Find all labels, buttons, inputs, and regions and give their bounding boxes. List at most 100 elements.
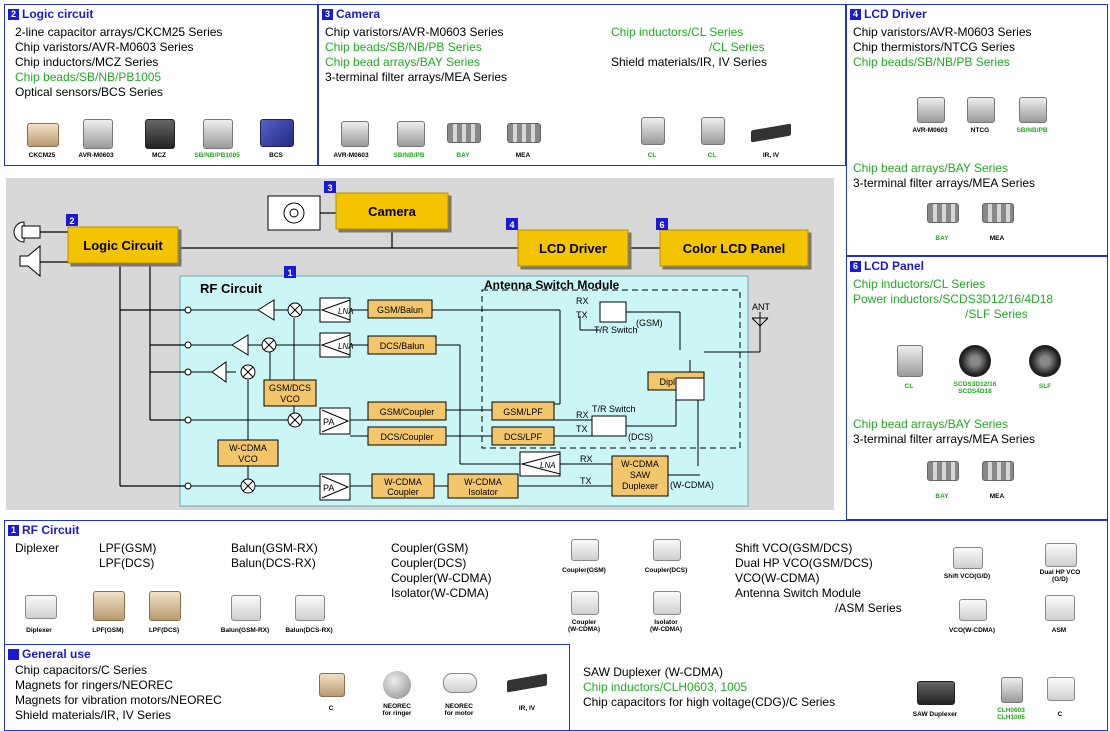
logic-circuit-label: Logic Circuit <box>83 238 163 253</box>
general-line-1: Chip capacitors/C Series <box>15 663 222 678</box>
general-caption-motor: NEOREC for motor <box>437 703 481 717</box>
general-caption-c: C <box>321 705 341 712</box>
band-switch-icon <box>676 378 704 400</box>
svg-text:4: 4 <box>509 220 514 230</box>
coupler-gsm-image <box>571 539 599 561</box>
balun-gsm-image <box>231 595 261 621</box>
lcd-driver-bay-image <box>927 203 959 223</box>
w-cdma-vco-label-1: W-CDMA <box>229 443 267 453</box>
lcd-driver-sbnbpb-image <box>1019 97 1047 123</box>
general-use-panel: General use Chip capacitors/C Series Mag… <box>4 644 570 731</box>
lcd-driver-caption-ntcg: NTCG <box>961 127 999 134</box>
caption-saw: SAW Duplexer <box>905 711 965 718</box>
vco-w-image <box>959 599 987 621</box>
camera-caption-mea: MEA <box>505 152 541 159</box>
saw-line-2: Chip inductors/CLH0603, 1005 <box>583 680 835 695</box>
camera-caption-cl-2: CL <box>695 152 729 159</box>
caption-lpf-gsm: LPF(GSM) <box>87 627 129 634</box>
lcd-panel-mea-image <box>982 461 1014 481</box>
dcs-label: (DCS) <box>628 432 653 442</box>
lcd-panel-slf-image <box>1029 345 1061 377</box>
svg-text:3: 3 <box>327 183 332 193</box>
sbnbpb1005-image <box>203 119 233 149</box>
lcd-driver-caption-mea: MEA <box>982 235 1012 242</box>
w-cdma-vco-label-2: VCO <box>238 454 258 464</box>
dcs-tr-switch-icon <box>592 416 626 436</box>
caption-sbnbpb1005: SB/NB/PB1005 <box>189 152 245 159</box>
balun-dcs-image <box>295 595 325 621</box>
caption-asm: ASM <box>1039 627 1079 634</box>
camera-right-line-3: Shield materials/IR, IV Series <box>611 55 767 70</box>
wcdma-label: (W-CDMA) <box>670 480 714 490</box>
asm-title: Antenna Switch Module <box>484 278 620 292</box>
logic-line-5: Optical sensors/BCS Series <box>15 85 222 100</box>
camera-bay-image <box>447 123 481 143</box>
rx-label-w: RX <box>580 454 593 464</box>
lna-label-2: LNA <box>338 342 354 351</box>
lcd-panel-caption-mea: MEA <box>982 493 1012 500</box>
camera-right-line-2: /CL Series <box>611 40 767 55</box>
camera-sbnbpb-image <box>397 121 425 147</box>
lcd-driver-caption-sbnbpb: SB/NB/PB <box>1007 127 1057 134</box>
caption-coupler-w: Coupler (W-CDMA) <box>557 619 611 633</box>
dcs-balun-label: DCS/Balun <box>380 341 425 351</box>
color-lcd-panel-label: Color LCD Panel <box>683 241 786 256</box>
caption-ckcm25: CKCM25 <box>22 152 62 159</box>
lcd-driver-caption-bay: BAY <box>927 235 957 242</box>
saw-line-3: Chip capacitors for high voltage(CDG)/C … <box>583 695 835 710</box>
camera-caption-bay: BAY <box>445 152 481 159</box>
caption-shift-vco: Shift VCO(G/D) <box>935 573 999 580</box>
caption-clh: CLH0603 CLH1005 <box>993 707 1029 721</box>
camera-cl-image-1 <box>641 117 665 145</box>
gsm-dcs-vco-label-2: VCO <box>280 394 300 404</box>
lcd-panel-bay-image <box>927 461 959 481</box>
caption-bcs: BCS <box>256 152 296 159</box>
rx-label-gsm: RX <box>576 296 589 306</box>
w-cdma-coupler-label-1: W-CDMA <box>384 477 422 487</box>
c-image <box>1047 677 1075 701</box>
caption-lpf-dcs: LPF(DCS) <box>143 627 185 634</box>
saw-label-3: Duplexer <box>622 481 658 491</box>
lcd-panel-line-1: Chip inductors/CL Series <box>853 277 1053 292</box>
camera-mea-image <box>507 123 541 143</box>
pa-label-1: PA <box>323 417 334 427</box>
tr-switch-label-gsm: T/R Switch <box>594 325 638 335</box>
camera-caption-cl-1: CL <box>635 152 669 159</box>
gsm-label: (GSM) <box>636 318 663 328</box>
caption-dual-vco: Dual HP VCO (G/D) <box>1031 569 1089 583</box>
lcd-driver-avr-image <box>917 97 945 123</box>
caption-coupler-dcs: Coupler(DCS) <box>637 567 695 574</box>
rf-col-2: LPF(GSM)LPF(DCS) <box>99 541 156 571</box>
coupler-w-image <box>571 591 599 615</box>
dcs-lpf-label: DCS/LPF <box>504 432 543 442</box>
gsm-dcs-vco-label-1: GSM/DCS <box>269 383 311 393</box>
lpf-dcs-image <box>149 591 181 621</box>
lna-label-1: LNA <box>338 307 354 316</box>
lcd-driver-caption-avr: AVR-M0603 <box>901 127 959 134</box>
port-4 <box>185 417 191 423</box>
caption-diplexer: Diplexer <box>17 627 61 634</box>
camera-line-2: Chip beads/SB/NB/PB Series <box>325 40 507 55</box>
camera-right-line-1: Chip inductors/CL Series <box>611 25 767 40</box>
saw-label-2: SAW <box>630 470 651 480</box>
gsm-tr-switch-icon <box>600 302 626 322</box>
caption-coupler-gsm: Coupler(GSM) <box>553 567 615 574</box>
general-c-image <box>319 673 345 697</box>
lcd-driver-ntcg-image <box>967 97 995 123</box>
pa-label-2: PA <box>323 483 334 493</box>
bcs-image <box>260 119 294 147</box>
general-line-4: Shield materials/IR, IV Series <box>15 708 222 723</box>
caption-avr: AVR-M0603 <box>71 152 121 159</box>
lcd-panel-line-2: Power inductors/SCDS3D12/16/4D18 <box>853 292 1053 307</box>
general-caption-irv: IR, IV <box>509 705 545 712</box>
shift-vco-image <box>953 547 983 569</box>
camera-lens-icon <box>268 196 320 230</box>
gsm-lpf-label: GSM/LPF <box>503 407 543 417</box>
lcd-driver-line-5: 3-terminal filter arrays/MEA Series <box>853 176 1035 191</box>
camera-caption-sbnbpb: SB/NB/PB <box>387 152 431 159</box>
rf-col-1: Diplexer <box>15 541 59 556</box>
rf-circuit-panel-title: 1RF Circuit <box>8 523 79 537</box>
rf-col-5: Shift VCO(GSM/DCS)Dual HP VCO(GSM/DCS)VC… <box>735 541 902 616</box>
